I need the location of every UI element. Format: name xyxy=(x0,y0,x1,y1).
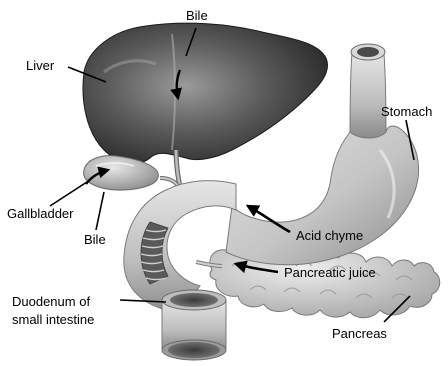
bile-bottom-label: Bile xyxy=(84,232,106,247)
gallbladder-organ xyxy=(84,156,159,190)
pancreas-label: Pancreas xyxy=(332,326,387,341)
pancreatic-juice-label: Pancreatic juice xyxy=(284,265,376,280)
duodenum-label-line2: small intestine xyxy=(12,312,94,327)
liver-label: Liver xyxy=(26,58,55,73)
stomach-label: Stomach xyxy=(381,104,432,119)
bile-bottom-leader-line xyxy=(96,192,104,230)
liver-organ xyxy=(83,23,328,163)
gallbladder-label: Gallbladder xyxy=(7,206,74,221)
gallbladder-leader-line xyxy=(50,180,90,206)
bile-top-label: Bile xyxy=(186,8,208,23)
acid-chyme-label: Acid chyme xyxy=(296,228,363,243)
duodenum-label-line1: Duodenum of xyxy=(12,294,90,309)
